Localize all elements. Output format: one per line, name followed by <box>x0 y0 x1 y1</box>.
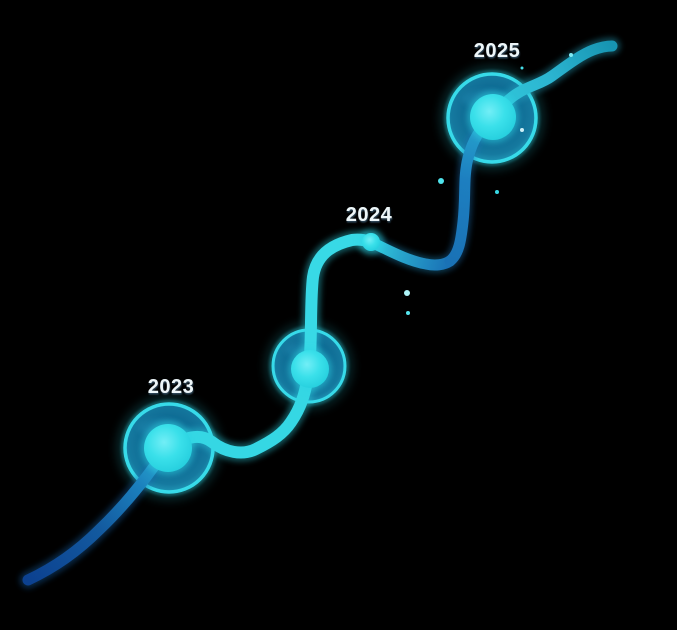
sparkle-dots <box>404 53 573 315</box>
node-rim <box>446 72 538 164</box>
node-halo <box>440 66 544 170</box>
sparkle-dot <box>569 53 573 57</box>
node-core-2024 <box>291 350 329 388</box>
year-labels: 2023 2024 2025 <box>148 40 521 398</box>
sparkle-dot <box>406 311 410 315</box>
sparkle-dot <box>520 128 524 132</box>
sparkle-dot <box>520 66 524 70</box>
node-core-2025 <box>470 94 516 140</box>
sparkle-dot <box>495 190 499 194</box>
year-label-2023: 2023 <box>148 376 195 398</box>
node-rim-glow <box>444 70 540 166</box>
node-cores <box>141 91 519 475</box>
sparkle-dot <box>438 178 444 184</box>
marker-dot <box>362 233 380 251</box>
year-2024-marker <box>358 229 384 255</box>
year-label-2025: 2025 <box>474 40 521 62</box>
curve-segment-peak-to-dip <box>365 236 456 271</box>
sparkle-dot <box>404 290 410 296</box>
node-core-2023 <box>144 424 192 472</box>
year-label-2024: 2024 <box>346 204 393 226</box>
curve-segment-2023-to-2024 <box>163 362 315 459</box>
